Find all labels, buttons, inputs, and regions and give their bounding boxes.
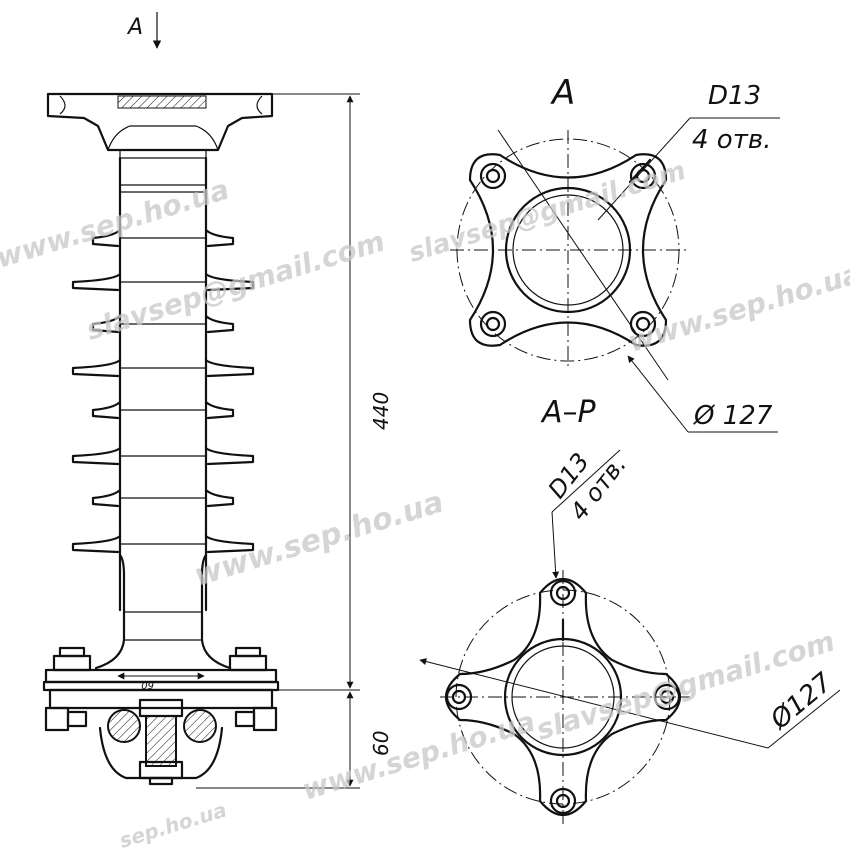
watermarks: www.sep.ho.ua slavsep@gmail.com slavsep@… bbox=[0, 156, 850, 850]
view-ap-circle-diameter: Ø127 bbox=[764, 667, 838, 736]
view-a-circle-diameter: Ø 127 bbox=[693, 401, 773, 431]
base-fitting bbox=[98, 698, 224, 786]
shed-6 bbox=[71, 446, 255, 466]
bottom-flange: 60 bbox=[42, 668, 280, 732]
shed-1 bbox=[91, 228, 235, 248]
watermark-site-4: www.sep.ho.ua bbox=[298, 705, 539, 807]
view-ap: A–P D13 4 отв. Ø127 bbox=[419, 395, 841, 825]
dim-base-label: 60 bbox=[369, 731, 393, 756]
shed-4 bbox=[71, 358, 255, 378]
shed-3 bbox=[91, 314, 235, 334]
view-arrow: A bbox=[126, 12, 162, 49]
view-ap-title: A–P bbox=[540, 395, 597, 430]
dim-base-width: 60 bbox=[141, 679, 154, 690]
insulator-sheds bbox=[71, 228, 255, 554]
view-a-hole-count: 4 отв. bbox=[692, 125, 771, 155]
flange-bolts bbox=[52, 646, 268, 672]
shed-2 bbox=[71, 272, 255, 292]
shed-7 bbox=[91, 488, 235, 508]
view-a-title: A bbox=[550, 73, 575, 113]
view-arrow-label: A bbox=[126, 15, 143, 40]
top-flange bbox=[46, 92, 274, 158]
view-a: A D13 4 отв. Ø 127 bbox=[450, 73, 780, 433]
watermark-email-2: slavsep@gmail.com bbox=[405, 156, 689, 269]
watermark-site-5: sep.ho.ua bbox=[116, 797, 229, 850]
view-a-holes bbox=[479, 162, 657, 338]
view-a-hole-size: D13 bbox=[708, 81, 761, 111]
watermark-site-3: www.sep.ho.ua bbox=[190, 485, 448, 594]
height-dimension: 440 60 bbox=[196, 93, 393, 789]
watermark-email-1: slavsep@gmail.com bbox=[82, 224, 388, 346]
watermark-site-1: www.sep.ho.ua bbox=[0, 173, 233, 275]
shed-8 bbox=[71, 534, 255, 554]
dim-height-label: 440 bbox=[369, 392, 393, 430]
side-view: A bbox=[42, 12, 393, 789]
insulator-core bbox=[118, 156, 208, 612]
lower-neck bbox=[94, 553, 232, 670]
shed-5 bbox=[91, 400, 235, 420]
